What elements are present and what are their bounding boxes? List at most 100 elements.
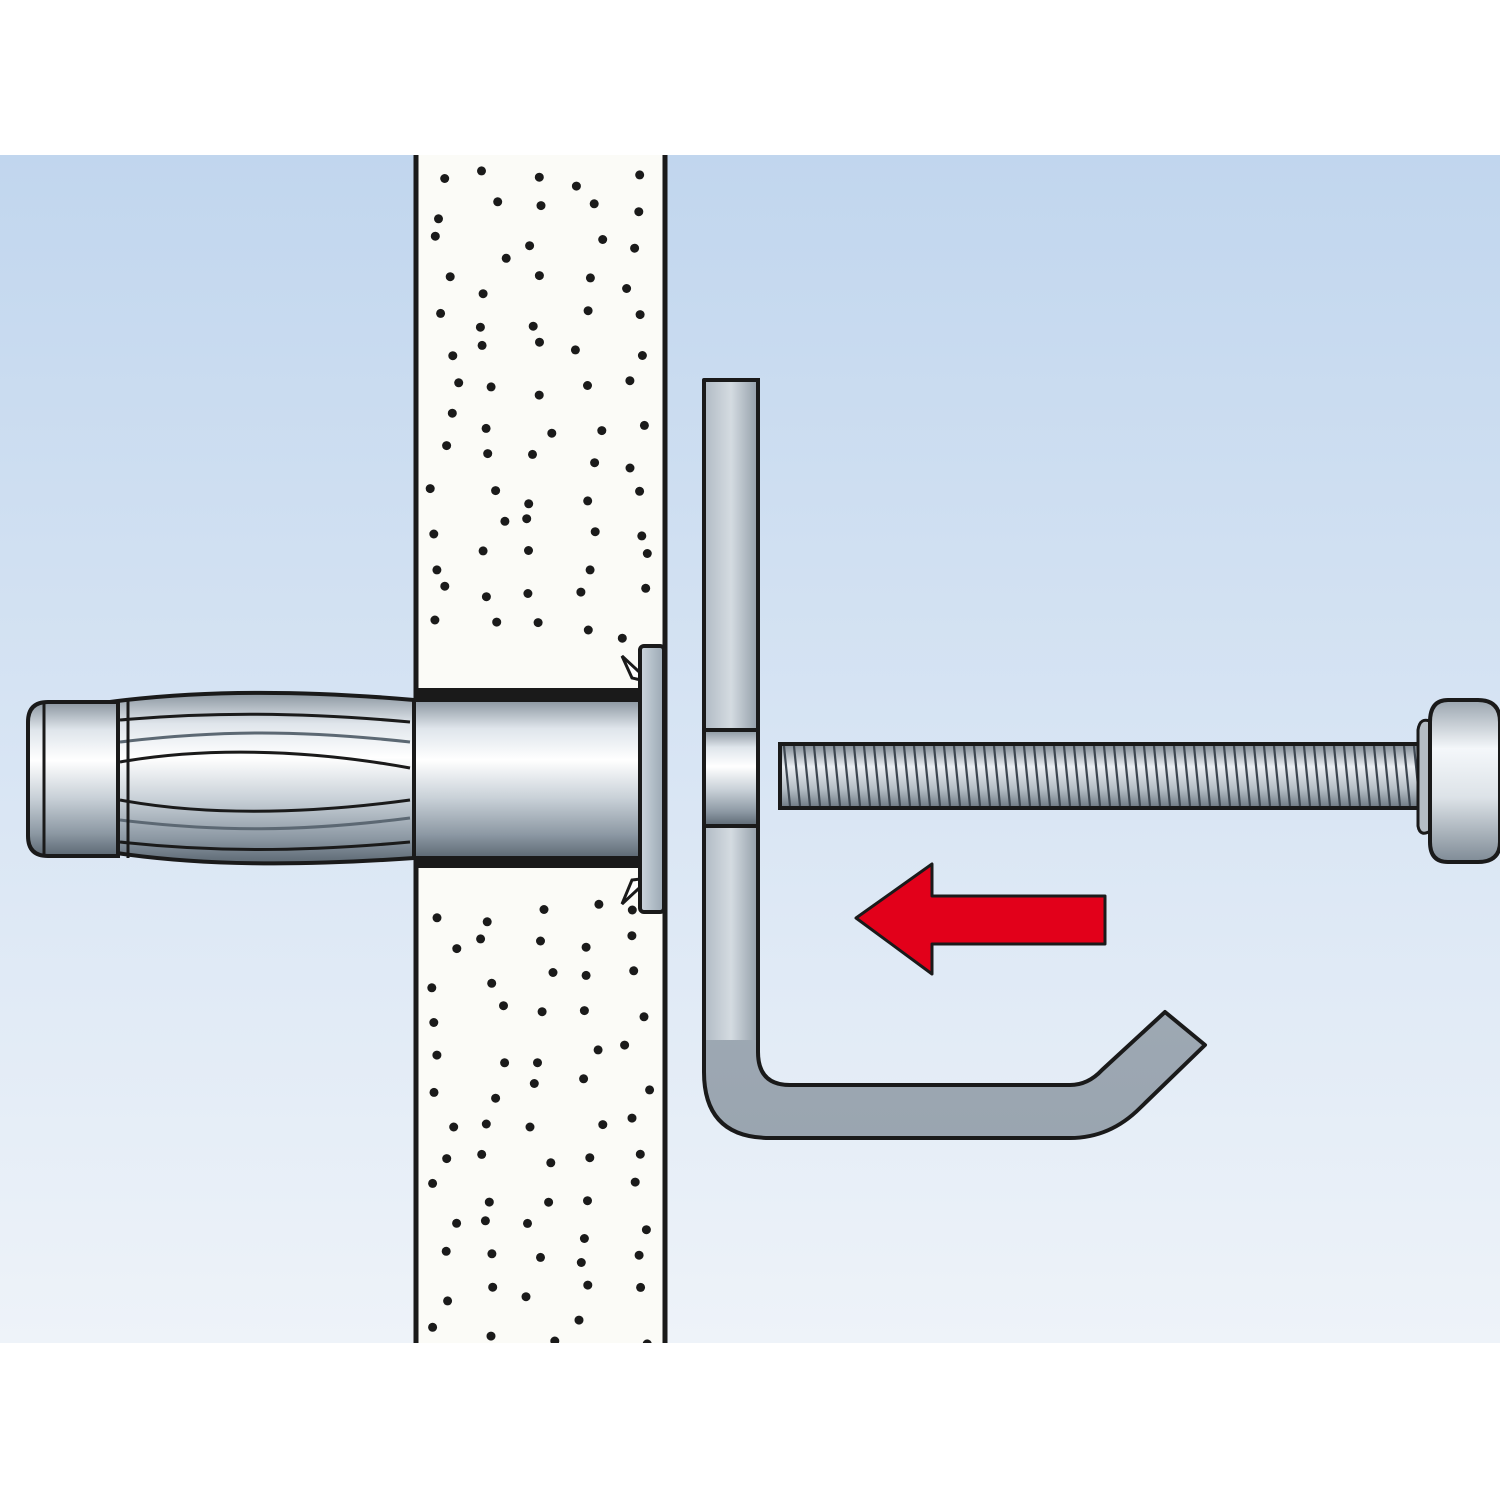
wall-dot <box>629 966 639 976</box>
wall-dot <box>445 272 455 282</box>
thread-line <box>1302 745 1312 807</box>
wall-dot <box>571 181 581 191</box>
wall-dot <box>430 615 440 625</box>
thread-line <box>1182 745 1192 807</box>
thread-line <box>782 745 792 807</box>
screw-thread <box>782 745 1432 807</box>
wall-dot <box>428 1322 438 1332</box>
wall-dot <box>590 527 600 537</box>
wall-dot <box>500 516 510 526</box>
wall-dot <box>429 1018 439 1027</box>
thread-line <box>842 745 852 807</box>
wall-dot <box>529 1079 539 1088</box>
thread-line <box>1342 745 1352 807</box>
wall-dot <box>484 1197 494 1207</box>
wall-dot <box>539 905 549 914</box>
wall-dot <box>442 441 452 451</box>
thread-line <box>1032 745 1042 807</box>
thread-line <box>1172 745 1182 807</box>
wall-dot <box>449 1122 459 1132</box>
wall-dot <box>547 428 557 438</box>
wall-dot <box>487 1249 497 1259</box>
wall-dot <box>645 1085 655 1095</box>
wall-dot <box>585 273 595 283</box>
wall-dot <box>534 271 544 281</box>
wall-dot <box>441 1246 451 1256</box>
thread-line <box>1112 745 1122 807</box>
wall-dot <box>579 1006 589 1016</box>
wall-dot <box>574 1315 584 1325</box>
wall-dot <box>501 253 511 263</box>
wall-dot <box>476 934 486 944</box>
wall-dot <box>627 905 637 915</box>
wall-dot <box>524 499 534 509</box>
wall-dot <box>583 625 593 635</box>
wall-dot <box>627 1113 637 1123</box>
wall-dot <box>492 617 502 627</box>
thread-line <box>892 745 902 807</box>
wall-dot <box>642 1339 652 1343</box>
thread-line <box>942 745 952 807</box>
thread-line <box>922 745 932 807</box>
wall-dot <box>447 408 457 418</box>
wall-dot <box>583 1280 593 1290</box>
wall-dot <box>480 1216 490 1226</box>
thread-line <box>1192 745 1202 807</box>
thread-line <box>1142 745 1152 807</box>
thread-line <box>852 745 862 807</box>
wall-dot <box>491 486 501 496</box>
thread-line <box>1332 745 1342 807</box>
wall-dot <box>593 1045 603 1055</box>
thread-line <box>1062 745 1072 807</box>
thread-line <box>1352 745 1362 807</box>
wall-dot <box>550 1336 560 1343</box>
thread-line <box>1082 745 1092 807</box>
wall-dot <box>448 351 458 361</box>
wall-dot <box>635 170 645 180</box>
wall-dot <box>493 197 503 207</box>
thread-line <box>1222 745 1232 807</box>
wall-dot <box>641 583 651 593</box>
wall-dot <box>432 913 442 923</box>
wall-dot <box>487 978 497 988</box>
wall-dot <box>639 1012 649 1022</box>
wall-dot <box>617 633 627 643</box>
wall-dot <box>620 1040 630 1050</box>
wall-dot <box>524 546 533 555</box>
thread-line <box>882 745 892 807</box>
thread-line <box>1072 745 1082 807</box>
wall-dot <box>499 1001 508 1011</box>
wall-dot <box>598 1120 608 1130</box>
thread-line <box>832 745 842 807</box>
wall-dot <box>430 231 440 241</box>
thread-line <box>822 745 832 807</box>
wall-dot <box>500 1058 510 1068</box>
wall-dot <box>482 917 492 927</box>
thread-line <box>1392 745 1402 807</box>
thread-line <box>1152 745 1162 807</box>
thread-line <box>1002 745 1012 807</box>
wall-dot <box>491 1093 501 1103</box>
wall-dot <box>590 458 600 468</box>
wall-dot <box>634 1250 644 1260</box>
thread-line <box>812 745 822 807</box>
thread-line <box>1402 745 1412 807</box>
wall-dot <box>597 426 607 436</box>
thread-line <box>982 745 992 807</box>
wall-dot <box>534 390 544 400</box>
wall-dot <box>428 1178 438 1188</box>
thread-line <box>952 745 962 807</box>
wall-dot <box>478 289 488 299</box>
wall-dot <box>627 931 637 941</box>
thread-line <box>792 745 802 807</box>
wall-dot <box>576 587 586 597</box>
wall-dot <box>536 936 545 946</box>
wall-dot <box>637 351 647 360</box>
wall-dot <box>522 514 532 524</box>
wall-dot <box>452 944 462 954</box>
wall-dot <box>434 214 443 224</box>
wall-dot <box>583 306 593 316</box>
thread-line <box>1292 745 1302 807</box>
wall-dot <box>583 496 593 506</box>
thread-line <box>1322 745 1332 807</box>
